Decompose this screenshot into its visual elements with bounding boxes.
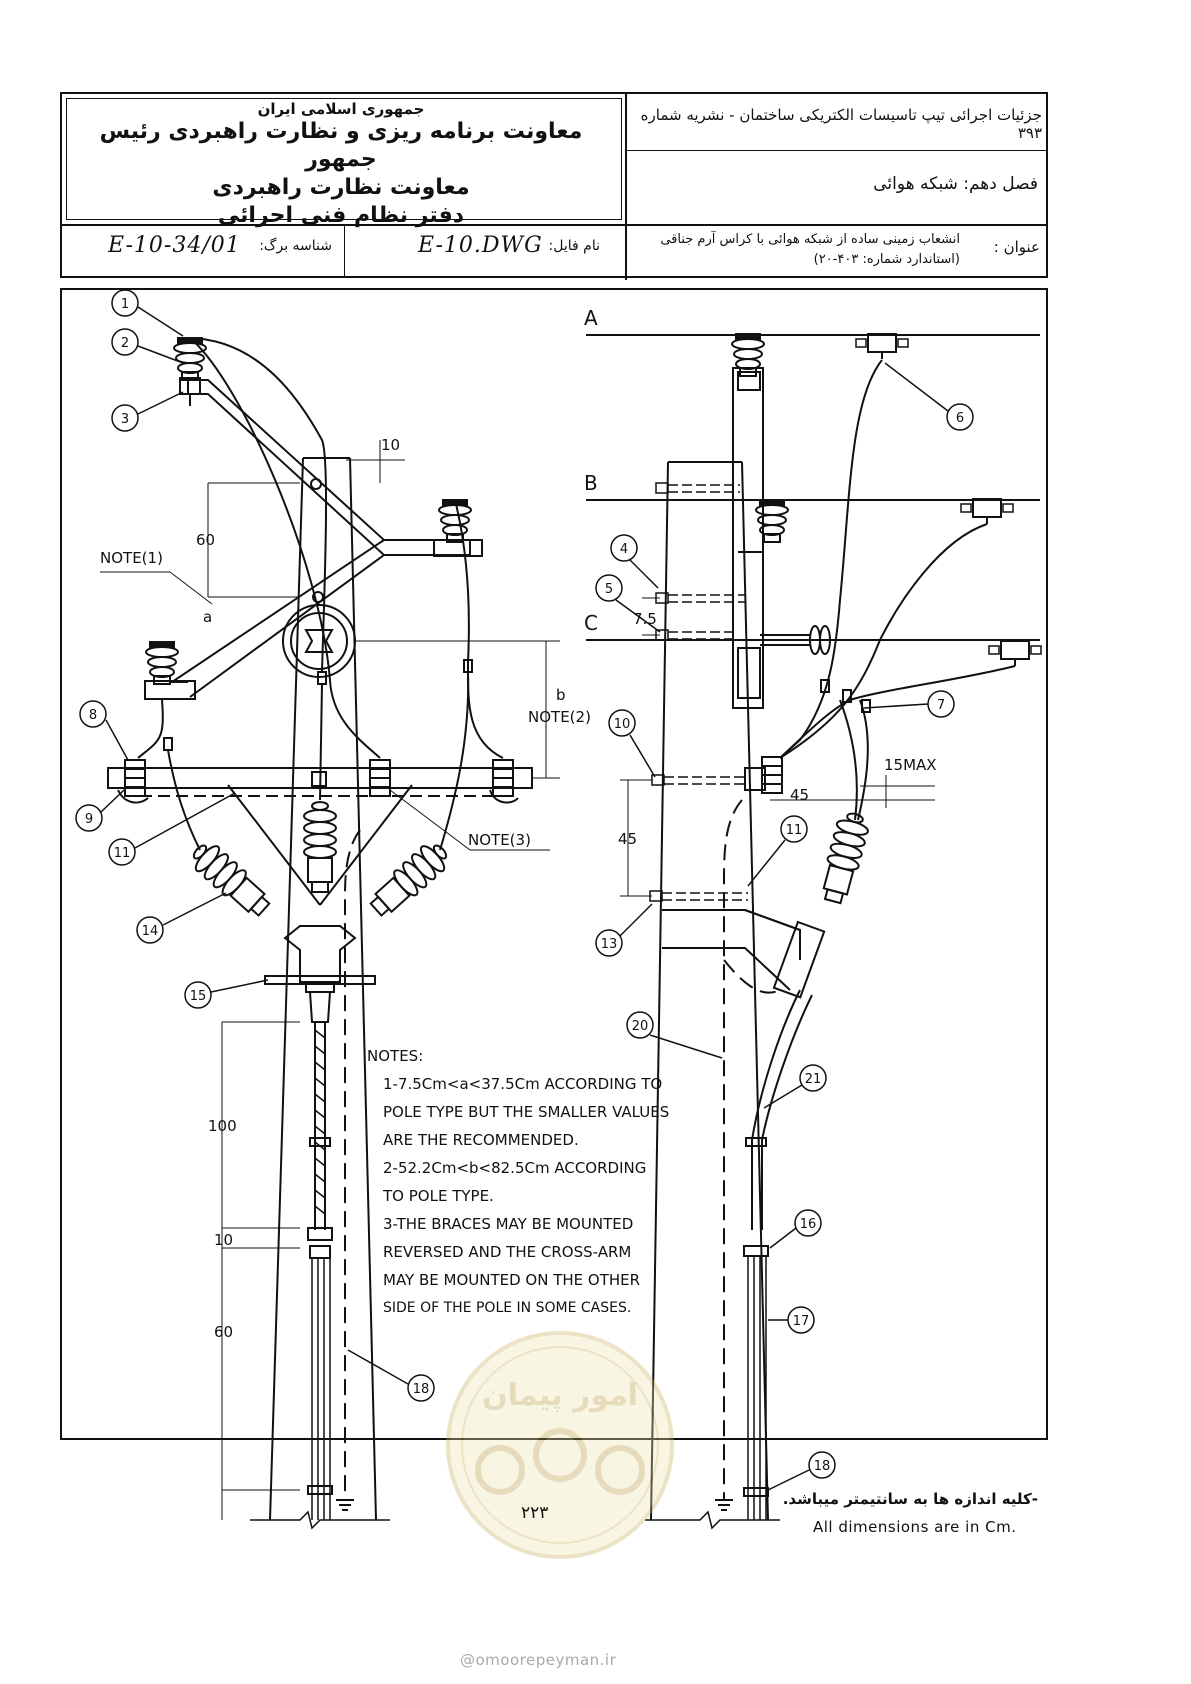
dim-7-5: 7.5 bbox=[633, 610, 657, 628]
notes-block: NOTES: 1-7.5Cm<a<37.5Cm ACCORDING TO POL… bbox=[367, 1042, 670, 1322]
svg-text:5: 5 bbox=[605, 582, 613, 597]
organization-name: جمهوری اسلامی ایران معاونت برنامه ریزی و… bbox=[66, 98, 616, 230]
svg-text:21: 21 bbox=[805, 1072, 822, 1087]
phase-label-a: A bbox=[584, 306, 598, 330]
drawing-title: انشعاب زمینی ساده از شبکه هوائی با کراس … bbox=[630, 230, 960, 270]
sheet-id-label: شناسه برگ: bbox=[259, 238, 332, 254]
drawing-frame bbox=[60, 288, 1048, 1440]
cable-head bbox=[283, 925, 357, 983]
dim-10-mid: 10 bbox=[214, 1231, 233, 1249]
watermark-text: امور پیمان bbox=[482, 1378, 638, 1413]
svg-text:7: 7 bbox=[937, 698, 945, 713]
svg-text:6: 6 bbox=[956, 411, 964, 426]
pole-left-edge bbox=[269, 457, 304, 1521]
svg-text:17: 17 bbox=[793, 1314, 810, 1329]
dimension-note-en: All dimensions are in Cm. bbox=[813, 1518, 1017, 1536]
svg-text:18: 18 bbox=[814, 1459, 831, 1474]
dim-45-right: 45 bbox=[790, 786, 809, 804]
svg-text:10: 10 bbox=[614, 717, 631, 732]
notes-heading: NOTES: bbox=[367, 1047, 424, 1065]
dim-15max: 15MAX bbox=[884, 756, 937, 774]
dim-100: 100 bbox=[208, 1117, 237, 1135]
note-line-3: ARE THE RECOMMENDED. bbox=[383, 1131, 579, 1149]
sheet-id-value: E-10-34/01 bbox=[108, 233, 241, 258]
svg-text:1: 1 bbox=[121, 297, 129, 312]
note-2-label: NOTE(2) bbox=[528, 708, 591, 726]
svg-text:3: 3 bbox=[121, 412, 129, 427]
note-line-4: 2-52.2Cm<b<82.5Cm ACCORDING bbox=[383, 1159, 647, 1177]
page-number: ۲۲۳ bbox=[521, 1503, 549, 1523]
svg-text:8: 8 bbox=[89, 708, 97, 723]
dim-10-top: 10 bbox=[381, 436, 400, 454]
drawing-title-label: عنوان : bbox=[993, 238, 1040, 256]
note-line-9: SIDE OF THE POLE IN SOME CASES. bbox=[383, 1300, 632, 1316]
watermark-seal: امور پیمان bbox=[446, 1331, 674, 1559]
svg-text:4: 4 bbox=[620, 542, 628, 557]
dimension-note-fa: -کلیه اندازه ها به سانتیمتر میباشد. bbox=[782, 1490, 1038, 1508]
svg-text:9: 9 bbox=[85, 812, 93, 827]
note-line-7: REVERSED AND THE CROSS-ARM bbox=[383, 1243, 632, 1261]
dim-a: a bbox=[203, 608, 212, 626]
file-name-value: E-10.DWG bbox=[418, 233, 543, 258]
publication-title: جزئیات اجرائی تیپ تاسیسات الکتریکی ساختم… bbox=[640, 106, 1042, 142]
svg-text:2: 2 bbox=[121, 336, 129, 351]
callouts bbox=[75, 289, 974, 1491]
phase-label-c: C bbox=[584, 611, 598, 635]
svg-text:11: 11 bbox=[114, 846, 131, 861]
svg-text:18: 18 bbox=[413, 1382, 430, 1397]
note-line-5: TO POLE TYPE. bbox=[383, 1187, 494, 1205]
svg-text:20: 20 bbox=[632, 1019, 649, 1034]
title-block bbox=[60, 92, 1048, 280]
org-line-3: معاونت نظارت راهبردی bbox=[212, 175, 470, 200]
callout-numbers: 1 2 3 4 5 6 7 8 9 10 11 11 13 14 15 16 1… bbox=[85, 297, 964, 1474]
org-line-4: دفتر نظام فنی اجرائی bbox=[217, 203, 465, 228]
note-line-8: MAY BE MOUNTED ON THE OTHER bbox=[383, 1271, 641, 1289]
chapter-value: شبکه هوائی bbox=[873, 174, 958, 194]
drawing-title-line-2: (استاندارد شماره: ۴۰۳-۲۰) bbox=[813, 252, 960, 267]
dim-b: b bbox=[556, 686, 566, 704]
svg-text:15: 15 bbox=[190, 989, 207, 1004]
note-line-1: 1-7.5Cm<a<37.5Cm ACCORDING TO bbox=[383, 1075, 663, 1093]
svg-text:14: 14 bbox=[142, 924, 159, 939]
svg-text:13: 13 bbox=[601, 937, 618, 952]
footer-website[interactable]: @omoorepeyman.ir bbox=[460, 1651, 617, 1669]
note-1-label: NOTE(1) bbox=[100, 549, 163, 567]
svg-text:11: 11 bbox=[786, 823, 803, 838]
svg-text:16: 16 bbox=[800, 1217, 817, 1232]
note-line-2: POLE TYPE BUT THE SMALLER VALUES bbox=[383, 1103, 670, 1121]
dim-60-top: 60 bbox=[196, 531, 215, 549]
org-line-1: جمهوری اسلامی ایران bbox=[257, 100, 425, 118]
chapter-label: فصل دهم: bbox=[963, 174, 1038, 194]
pole-right-edge bbox=[349, 457, 377, 1521]
right-view bbox=[586, 333, 1042, 1530]
note-3-label: NOTE(3) bbox=[468, 831, 531, 849]
org-line-2: معاونت برنامه ریزی و نظارت راهبردی رئیس … bbox=[99, 119, 583, 172]
file-name-label: نام فایل: bbox=[548, 238, 600, 254]
dim-60-bottom: 60 bbox=[214, 1323, 233, 1341]
dim-45-left: 45 bbox=[618, 830, 637, 848]
phase-label-b: B bbox=[584, 471, 598, 495]
chapter: فصل دهم: شبکه هوائی bbox=[628, 174, 1038, 194]
note-line-6: 3-THE BRACES MAY BE MOUNTED bbox=[383, 1215, 634, 1233]
drawing-title-line-1: انشعاب زمینی ساده از شبکه هوائی با کراس … bbox=[660, 232, 960, 247]
left-view bbox=[100, 337, 560, 1530]
v-crossarm bbox=[187, 379, 471, 556]
